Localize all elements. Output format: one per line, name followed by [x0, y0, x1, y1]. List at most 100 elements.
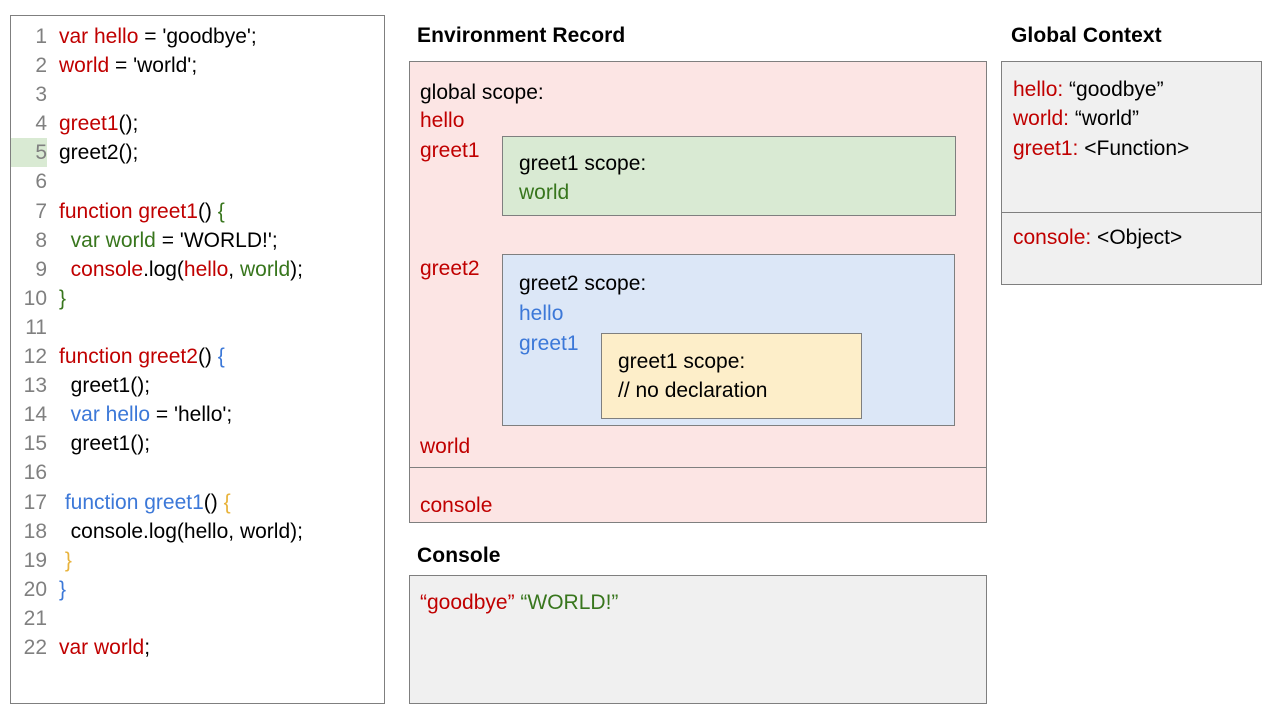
global-context-box [1001, 61, 1262, 285]
code-token: function greet1 [64, 490, 204, 514]
global-context-key: world: [1013, 107, 1070, 130]
code-line[interactable]: 1 var hello = 'goodbye'; [11, 22, 384, 51]
code-token: console [70, 257, 144, 281]
console-output-line: “goodbye” “WORLD!” [420, 591, 618, 615]
code-line[interactable]: 8 var world = 'WORLD!'; [11, 226, 384, 255]
line-number: 16 [23, 461, 47, 485]
line-number: 6 [35, 170, 47, 194]
code-line-text: console.log(hello, world); [47, 255, 303, 284]
env-binding-greet2: greet2 [420, 257, 480, 280]
greet1-scope-title: greet1 scope: [519, 152, 647, 175]
code-token: var hello [59, 25, 139, 48]
line-number: 15 [23, 432, 47, 456]
code-line-text: var world; [47, 633, 150, 662]
code-line[interactable]: 10} [11, 284, 384, 313]
global-scope-label: global scope: [420, 81, 544, 104]
code-token: ); [290, 257, 303, 281]
code-line-text: greet1(); [47, 371, 150, 400]
code-line[interactable]: 19 } [11, 546, 384, 575]
code-line[interactable]: 18 console.log(hello, world); [11, 517, 384, 546]
code-token [59, 258, 71, 281]
code-token: = 'goodbye'; [138, 25, 257, 48]
code-token: = 'hello'; [150, 403, 233, 427]
line-number: 21 [23, 606, 47, 630]
code-token: } [59, 577, 67, 601]
code-line[interactable]: 17 function greet1() { [11, 488, 384, 517]
line-number: 7 [35, 199, 47, 223]
code-line[interactable]: 13 greet1(); [11, 371, 384, 400]
code-line[interactable]: 3 [11, 80, 384, 109]
environment-record-heading: Environment Record [417, 24, 626, 47]
code-line[interactable]: 16 [11, 458, 384, 487]
global-context-value: “world” [1069, 107, 1140, 130]
global-context-value: <Object> [1091, 226, 1183, 249]
code-line-text: greet2(); [47, 138, 138, 167]
global-context-entry-greet1: greet1: <Function> [1013, 137, 1189, 161]
code-line[interactable]: 14 var hello = 'hello'; [11, 400, 384, 429]
line-number: 2 [35, 54, 47, 78]
code-line[interactable]: 20} [11, 575, 384, 604]
code-token: console.log(hello, world); [59, 519, 303, 543]
code-line-text: function greet1() { [47, 488, 231, 517]
console-heading: Console [417, 544, 501, 567]
code-token: .log( [143, 257, 184, 281]
line-number: 8 [35, 228, 47, 252]
code-line[interactable]: 9 console.log(hello, world); [11, 255, 384, 284]
global-context-key: hello: [1013, 78, 1064, 101]
code-line[interactable]: 21 [11, 604, 384, 633]
global-context-entry-world: world: “world” [1013, 107, 1139, 131]
code-token: = 'world'; [109, 54, 198, 78]
code-token: (); [118, 112, 139, 136]
inner-greet1-scope-box [601, 333, 862, 419]
line-number: 1 [35, 25, 47, 48]
line-number: 14 [23, 403, 47, 427]
code-token: () [203, 490, 224, 514]
code-token [59, 229, 71, 252]
line-number: 19 [23, 548, 47, 572]
code-token: { [217, 199, 225, 223]
code-token: () [197, 199, 218, 223]
code-token: greet1(); [59, 432, 151, 456]
code-token: function greet2 [59, 345, 198, 369]
global-context-entry-hello: hello: “goodbye” [1013, 78, 1164, 102]
code-token: greet1(); [59, 374, 151, 398]
line-number: 11 [25, 315, 47, 339]
inner-greet1-scope-title: greet1 scope: [618, 350, 746, 373]
global-context-divider [1001, 212, 1262, 213]
code-line-text: } [47, 546, 72, 575]
code-line-text: var world = 'WORLD!'; [47, 226, 278, 255]
line-number: 22 [23, 635, 47, 659]
greet2-scope-title: greet2 scope: [519, 272, 647, 295]
code-token: greet1 [59, 112, 119, 136]
code-line[interactable]: 15 greet1(); [11, 429, 384, 458]
code-line[interactable]: 6 [11, 167, 384, 196]
code-token: , [228, 257, 240, 281]
line-number: 13 [23, 374, 47, 398]
code-line-text: } [47, 575, 66, 604]
code-line[interactable]: 11 [11, 313, 384, 342]
environment-record-divider [409, 467, 987, 468]
line-number: 20 [23, 577, 47, 601]
console-output-box [409, 575, 987, 704]
code-token: var world [70, 228, 156, 252]
global-context-value: <Function> [1078, 137, 1190, 160]
code-token: } [59, 286, 67, 310]
code-token: world [59, 54, 110, 78]
line-number: 3 [35, 83, 47, 107]
code-line-text: function greet2() { [47, 342, 225, 371]
global-context-entry-console: console: <Object> [1013, 226, 1182, 250]
code-line-text: world = 'world'; [47, 51, 197, 80]
code-token [59, 403, 71, 426]
code-token: () [197, 345, 218, 369]
code-token: = 'WORLD!'; [155, 228, 278, 252]
line-number: 5 [11, 138, 47, 168]
